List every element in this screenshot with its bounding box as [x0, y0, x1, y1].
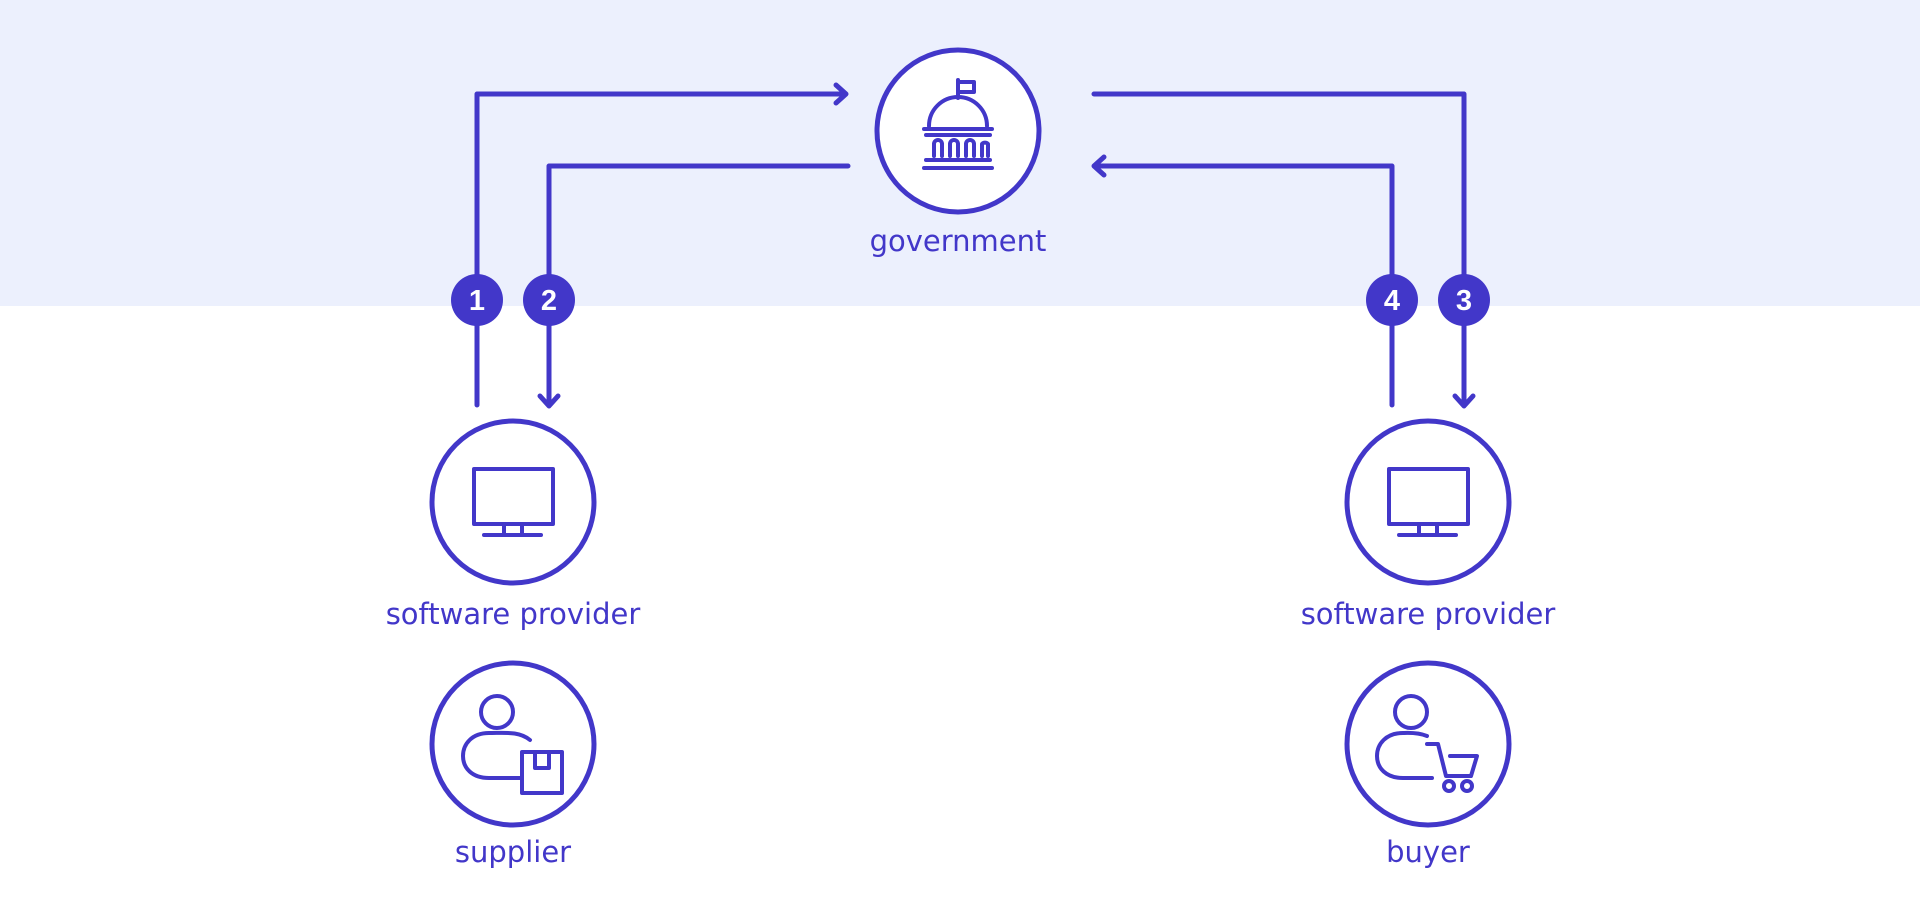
step-badge-2-number: 2	[541, 285, 557, 317]
step-badge-1: 1	[451, 274, 503, 326]
step-badge-3: 3	[1438, 274, 1490, 326]
government-building-icon	[922, 78, 994, 170]
step-badge-3-number: 3	[1456, 285, 1472, 317]
user-with-package-icon	[461, 694, 564, 795]
supplier-software-provider-node: software provider	[386, 418, 641, 631]
step-badge-4-number: 4	[1384, 285, 1400, 317]
buyer-software-provider-label: software provider	[1301, 597, 1556, 631]
step-badge-4: 4	[1366, 274, 1418, 326]
buyer-label: buyer	[1386, 835, 1470, 869]
monitor-icon	[472, 467, 555, 537]
arrowhead-step-1	[833, 82, 849, 106]
step-badge-2: 2	[523, 274, 575, 326]
step-badge-1-number: 1	[469, 285, 485, 317]
supplier-node: supplier	[429, 660, 597, 869]
arrowhead-step-2	[537, 393, 561, 409]
buyer-node: buyer	[1344, 660, 1512, 869]
buyer-software-provider-circle	[1344, 418, 1512, 586]
buyer-software-provider-node: software provider	[1301, 418, 1556, 631]
supplier-software-provider-circle	[429, 418, 597, 586]
arrowhead-step-4	[1091, 154, 1107, 178]
government-node: government	[870, 47, 1047, 258]
supplier-label: supplier	[455, 835, 571, 869]
monitor-icon	[1387, 467, 1470, 537]
user-with-cart-icon	[1375, 694, 1479, 793]
government-label: government	[870, 224, 1047, 258]
supplier-circle	[429, 660, 597, 828]
supplier-software-provider-label: software provider	[386, 597, 641, 631]
arrowhead-step-3	[1452, 393, 1476, 409]
